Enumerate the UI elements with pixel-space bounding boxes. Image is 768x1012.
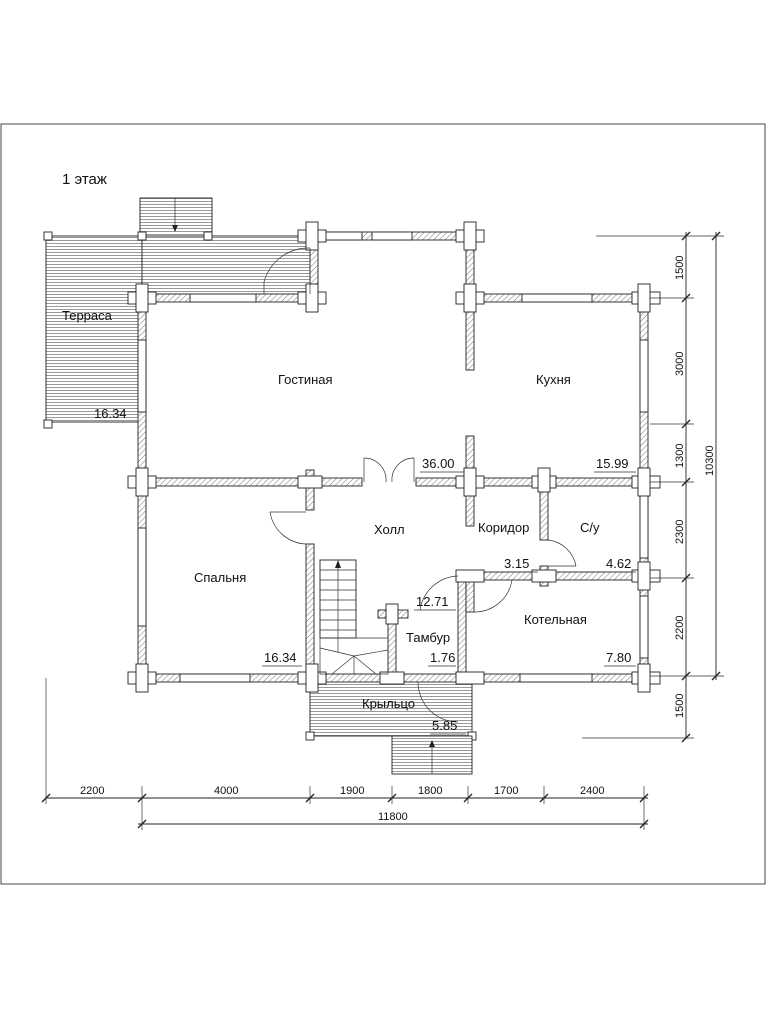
- dim-right-3: 1300: [674, 444, 686, 468]
- dim-right-total: 10300: [704, 445, 716, 476]
- room-living-label: Гостиная: [278, 372, 333, 387]
- staircase: [319, 559, 389, 675]
- area-terrace: 16.34: [94, 406, 127, 421]
- room-boiler-label: Котельная: [524, 612, 587, 627]
- dim-right-1: 1500: [674, 256, 686, 280]
- area-corridor: 3.15: [504, 556, 529, 571]
- room-wc-label: С/у: [580, 520, 600, 535]
- dim-bottom-5: 1700: [494, 785, 518, 797]
- room-porch-label: Крыльцо: [362, 696, 415, 711]
- dim-bottom-1: 2200: [80, 785, 104, 797]
- dimension-lines: [41, 231, 724, 830]
- floor-title: 1 этаж: [62, 171, 107, 188]
- area-hall: 12.71: [416, 594, 449, 609]
- dim-bottom-3: 1900: [340, 785, 364, 797]
- room-terrace-label: Терраса: [62, 308, 113, 323]
- room-kitchen-label: Кухня: [536, 372, 571, 387]
- room-corridor-label: Коридор: [478, 520, 529, 535]
- area-boiler: 7.80: [606, 650, 631, 665]
- area-vestibule: 1.76: [430, 650, 455, 665]
- porch-steps: [391, 735, 473, 775]
- dim-bottom-2: 4000: [214, 785, 238, 797]
- wall-posts: [127, 221, 661, 693]
- dim-bottom-4: 1800: [418, 785, 442, 797]
- porch-deck: [305, 677, 477, 741]
- room-vestibule-label: Тамбур: [406, 630, 450, 645]
- dim-right-4: 2300: [674, 520, 686, 544]
- drawing-frame: [0, 123, 766, 885]
- room-hall-label: Холл: [374, 522, 405, 537]
- dim-right-6: 1500: [674, 694, 686, 718]
- dim-bottom-total: 11800: [378, 811, 408, 823]
- area-kitchen: 15.99: [596, 456, 629, 471]
- area-porch: 5.85: [432, 718, 457, 733]
- doors: [263, 247, 577, 723]
- room-bedroom-label: Спальня: [194, 570, 246, 585]
- dim-right-5: 2200: [674, 616, 686, 640]
- terrace-deck: [43, 231, 313, 429]
- dim-right-2: 3000: [674, 352, 686, 376]
- area-living: 36.00: [422, 456, 455, 471]
- area-bedroom: 16.34: [264, 650, 297, 665]
- dim-bottom-6: 2400: [580, 785, 604, 797]
- area-wc: 4.62: [606, 556, 631, 571]
- terrace-steps: [137, 197, 213, 241]
